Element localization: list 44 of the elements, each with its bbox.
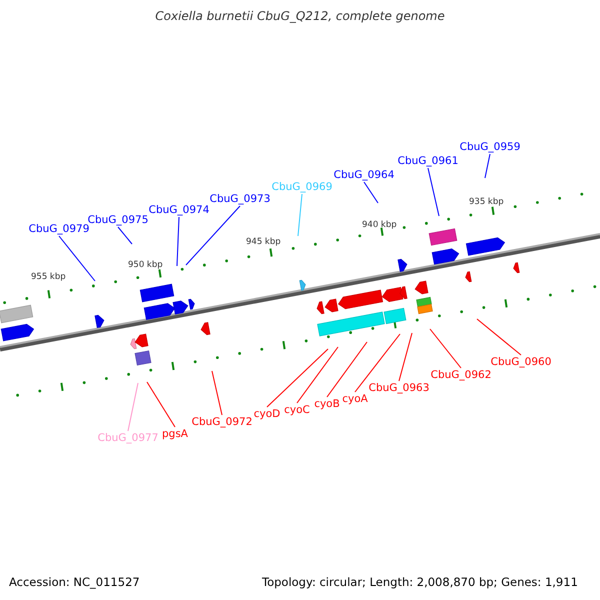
gene-label: CbuG_0975: [88, 214, 148, 226]
gene-label: CbuG_0973: [210, 193, 270, 205]
leader-line: [212, 370, 222, 416]
gene-label: CbuG_0979: [28, 223, 90, 235]
scale-label: 955 kbp: [31, 271, 66, 283]
leader-line: [364, 182, 378, 204]
gene-label: cyoA: [342, 393, 368, 405]
leader-line: [430, 328, 462, 368]
leader-line: [484, 154, 490, 178]
gene-label: cyoB: [314, 398, 340, 410]
gene-label: CbuG_0959: [460, 141, 520, 153]
gene-label: cyoD: [254, 408, 280, 420]
leader-line: [398, 332, 412, 382]
leader-line: [58, 236, 96, 282]
scale-label: 940 kbp: [362, 219, 397, 231]
leader-line: [176, 216, 180, 266]
scale-label: 945 kbp: [246, 236, 281, 248]
leader-line: [118, 226, 132, 244]
leader-line: [298, 194, 302, 236]
leader-line: [266, 348, 328, 408]
title: Coxiella burnetii CbuG_Q212, complete genome: [155, 10, 445, 22]
leader-line: [296, 346, 338, 404]
leader-line: [428, 168, 440, 216]
scale-label: 935 kbp: [469, 196, 504, 208]
footer-text: Accession: NC_011527: [9, 576, 140, 588]
leader-line: [354, 334, 400, 392]
leader-line: [476, 318, 522, 356]
gene-label: cyoC: [284, 404, 310, 416]
leader-line: [146, 382, 176, 428]
gene-label: CbuG_0977: [98, 432, 158, 444]
footer-text: Topology: circular; Length: 2,008,870 bp; Genes: 1,911: [262, 576, 578, 588]
scale-label: 950 kbp: [128, 259, 163, 271]
leader-line: [326, 342, 368, 398]
gene-label: CbuG_0969: [272, 181, 332, 193]
gene-label: CbuG_0961: [398, 155, 458, 167]
gene-label: CbuG_0972: [192, 416, 252, 428]
leader-line: [186, 206, 240, 266]
leader-line: [128, 382, 138, 432]
gene-label: CbuG_0963: [368, 382, 430, 394]
gene-label: pgsA: [162, 428, 188, 440]
gene-label: CbuG_0960: [490, 356, 552, 368]
gene-label: CbuG_0964: [334, 169, 394, 181]
gene-label: CbuG_0974: [148, 204, 210, 216]
gene-label: CbuG_0962: [430, 369, 492, 381]
